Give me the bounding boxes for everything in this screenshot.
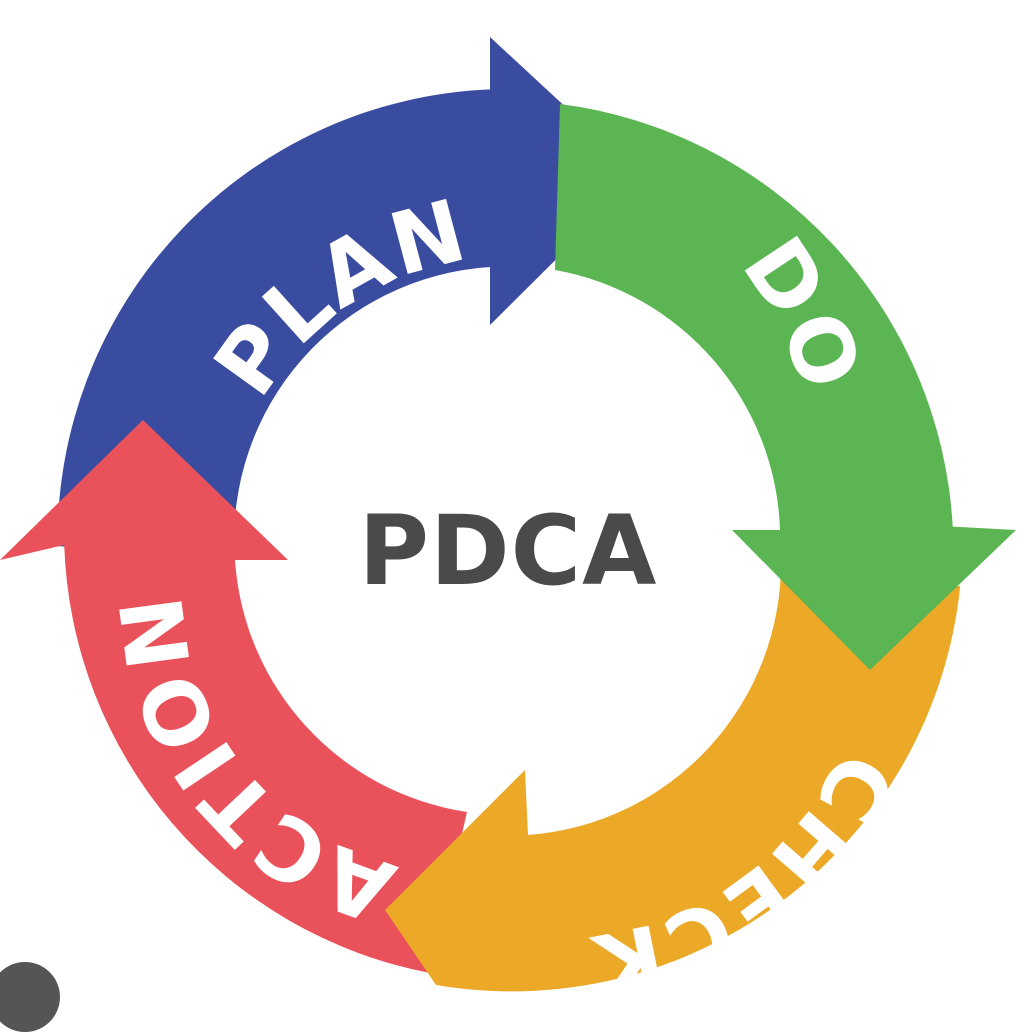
pdca-cycle: PLAN DO CHECK ACTION PDCA	[0, 37, 1016, 992]
do-segment	[555, 104, 1016, 670]
plan-segment	[57, 37, 641, 557]
center-title: PDCA	[359, 495, 658, 607]
pdca-diagram: PLAN DO CHECK ACTION PDCA	[0, 37, 1016, 1032]
check-segment	[385, 560, 961, 992]
action-segment	[0, 420, 467, 973]
